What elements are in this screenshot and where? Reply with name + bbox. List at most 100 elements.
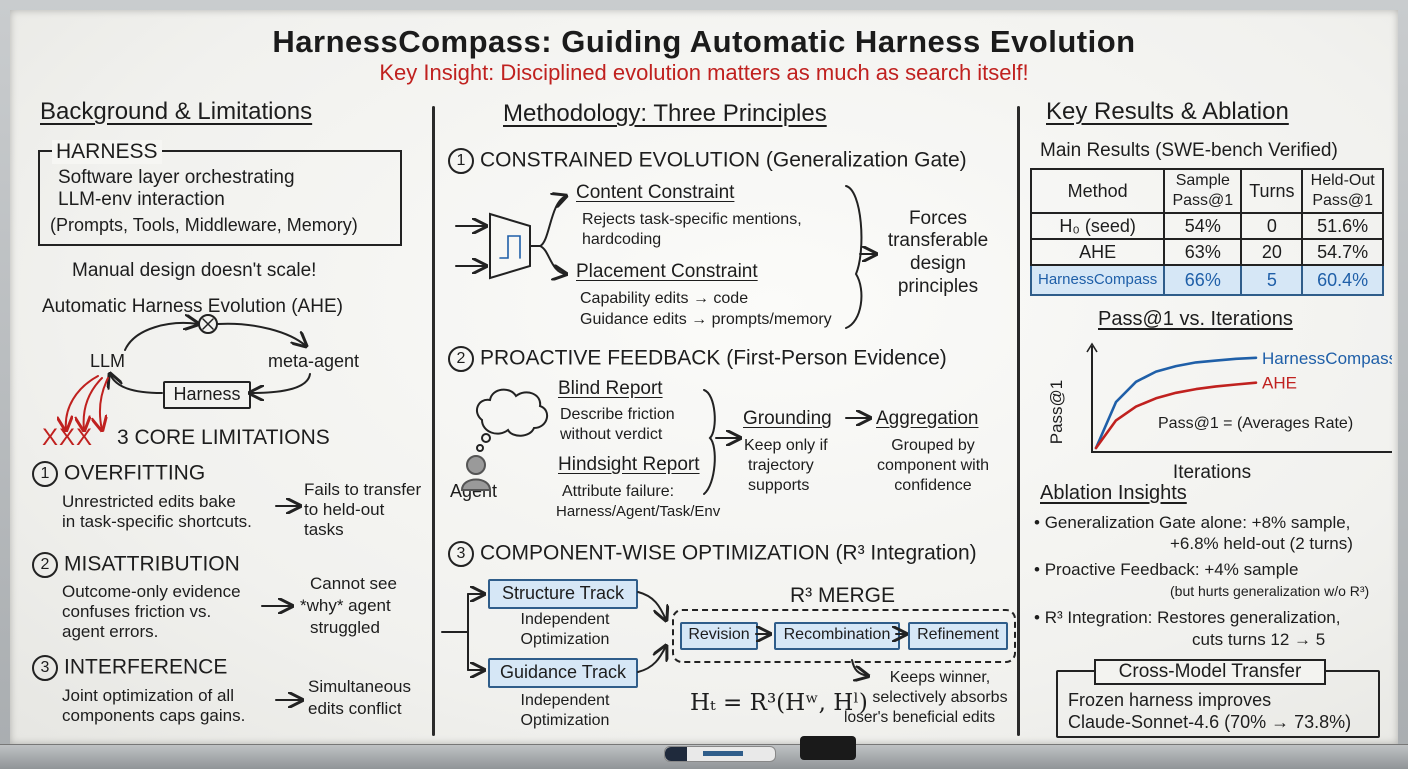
guidance-indep-2: Optimization [520,712,610,729]
y-axis-arrow [1086,342,1098,353]
col-header-turns: Turns [1240,168,1304,214]
ablation-3-line-2: cuts turns 12 → 5 [1192,630,1326,649]
gate-shape [489,212,531,280]
placement-constraint-label: Placement Constraint [576,261,758,282]
table-cell: 0 [1240,212,1304,240]
number-badge: 3 [448,541,474,567]
guidance-track-box [488,658,638,688]
placement-desc-1: Capability edits → code [580,290,749,307]
forces-4: principles [897,276,979,297]
col-header-method: Method [1029,168,1166,214]
table-row: H₀ (seed) 54% 0 51.6% [1029,212,1384,240]
structure-track-label: Structure Track [501,583,625,603]
interference-desc-2: components caps gains. [62,706,246,725]
plot-title: Pass@1 vs. Iterations [1098,308,1293,330]
r3-formula: Hₜ = R³(Hʷ, Hˡ) [690,690,868,716]
loop-arrow-llm-top [124,323,198,351]
structure-to-merge [637,591,666,620]
blind-desc-1: Describe friction [560,406,675,423]
column-divider-right [1017,106,1020,736]
recombination-label: Recombination [783,626,891,643]
keeps-desc-2: selectively absorbs [872,689,1008,706]
forces-2: transferable [887,230,989,251]
keeps-desc-1: Keeps winner, [889,669,991,686]
manual-design-note: Manual design doesn't scale! [72,260,317,281]
misattribution-desc-2: confuses friction vs. [62,602,212,621]
refinement-box [908,622,1008,650]
thought-cloud [475,388,549,437]
misattribution-desc-3: agent errors. [62,622,159,641]
blind-report-label: Blind Report [558,378,663,399]
grounding-desc-1: Keep only if [744,437,828,454]
series-label-harnesscompass: HarnessCompass [1262,349,1392,368]
r3-merge-box [672,609,1016,663]
loop-arrow-harness-llm [110,374,163,394]
series-label-ahe: AHE [1262,374,1297,393]
overfitting-desc-1: Unrestricted edits bake [62,492,236,511]
content-desc-2: hardcoding [582,231,662,248]
eraser[interactable] [800,736,856,760]
x-axis-label: Iterations [1173,462,1251,483]
agent-body [460,478,492,491]
column-divider-left [432,106,435,736]
interference-desc-1: Joint optimization of all [62,686,234,705]
overfitting-effect-2: to held-out [304,500,385,519]
marker-pen[interactable] [664,746,776,762]
agent-head [466,455,486,475]
harness-desc-3: (Prompts, Tools, Middleware, Memory) [50,215,358,235]
number-badge: 2 [32,552,58,578]
page-title: HarnessCompass: Guiding Automatic Harnes… [272,24,1136,59]
revision-box [680,622,758,650]
merge-to-keeps [851,659,868,676]
misattribution-effect-3: struggled [310,618,380,637]
r3-merge-label: R³ MERGE [790,584,895,607]
table-cell: AHE [1029,238,1166,266]
table-cell: 63% [1163,238,1243,266]
core-limitations-heading: 3 CORE LIMITATIONS [117,426,330,449]
ablation-1-line-1: • Generalization Gate alone: +8% sample, [1034,513,1351,532]
guidance-to-merge [637,646,666,673]
series-line-ahe [1094,381,1258,450]
loop-arrow-top-meta [217,322,306,346]
search-icon [198,314,218,334]
table-cell: 51.6% [1301,212,1384,240]
results-table: Method Sample Pass@1 Turns Held-Out Pass… [1029,168,1384,296]
revision-label: Revision [688,626,750,643]
right-heading: Key Results & Ablation [1046,98,1289,125]
table-cell: H₀ (seed) [1029,212,1166,240]
guidance-track-label: Guidance Track [499,662,627,682]
table-cell: 60.4% [1301,264,1384,296]
number-badge: 1 [448,148,474,174]
guidance-indep-1: Independent [520,692,610,709]
number-badge: 1 [32,461,58,487]
table-cell: 54.7% [1301,238,1384,266]
gate-step [499,235,521,259]
table-row: AHE 63% 20 54.7% [1029,238,1384,266]
misattribution-effect-2: *why* agent [300,596,391,615]
interference-effect-1: Simultaneous [308,677,412,696]
harness-desc-2: LLM-env interaction [58,189,225,210]
hindsight-desc-2: Harness/Agent/Task/Env [556,503,721,520]
col-header-heldout: Held-Out Pass@1 [1301,168,1384,214]
failure-arrow-1 [66,375,99,430]
table-cell: 5 [1240,264,1304,296]
aggregation-desc-1: Grouped by [891,437,975,454]
structure-indep-1: Independent [520,611,610,628]
forces-3: design [910,253,966,274]
ablation-2-line-1: • Proactive Feedback: +4% sample [1034,560,1299,579]
ablation-2-line-2: (but hurts generalization w/o R³) [1170,583,1370,599]
blind-desc-2: without verdict [560,426,663,443]
ablation-title: Ablation Insights [1040,482,1187,504]
interference-effect-2: edits conflict [308,699,402,718]
connector-overlay [10,185,1398,744]
table-cell: HarnessCompass [1029,264,1166,296]
chart-axes [1091,346,1392,453]
principle-1-brace [845,185,863,329]
misattribution-desc-1: Outcome-only evidence [62,582,241,601]
